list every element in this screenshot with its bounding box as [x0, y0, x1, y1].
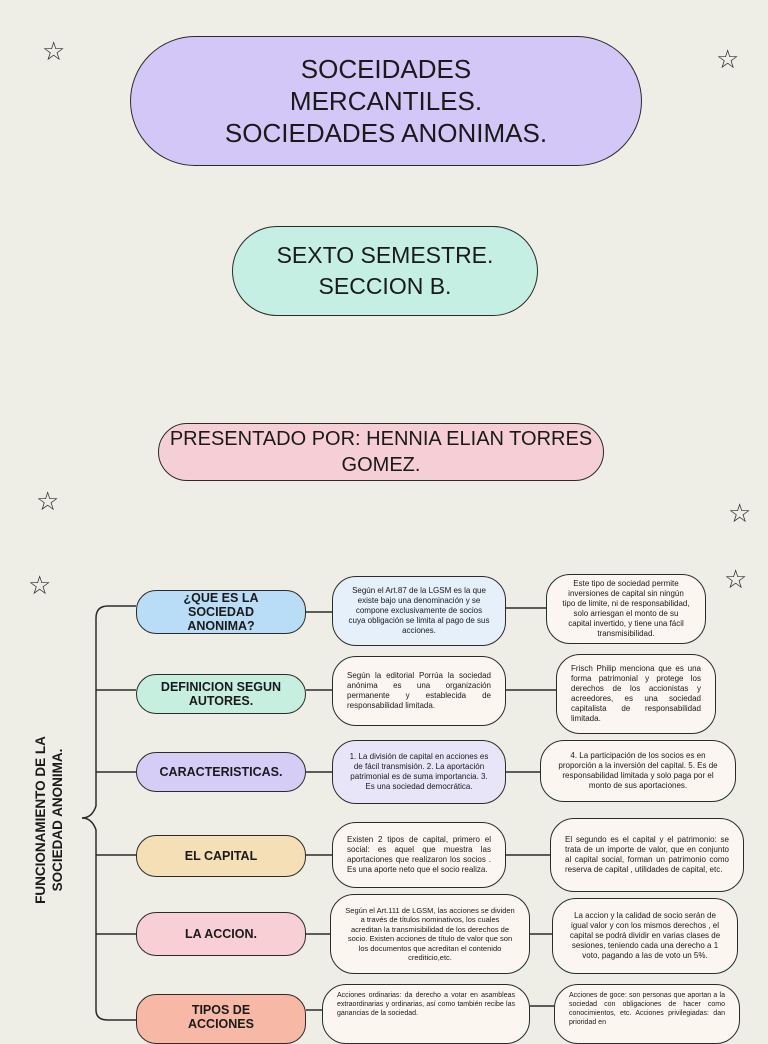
category-definicion-autores: DEFINICION SEGUN AUTORES. [136, 674, 306, 714]
definition-text: Según el Art.111 de LGSM, las acciones s… [345, 905, 515, 963]
category-label: EL CAPITAL [184, 849, 258, 863]
star-icon: ☆ [36, 486, 60, 516]
category-label: DEFINICION SEGUN AUTORES. [160, 680, 282, 708]
definition-text: El segundo es el capital y el patrimonio… [565, 835, 729, 874]
definition-box: Según la editorial Porrúa la sociedad an… [332, 656, 506, 726]
definition-text: Según el Art.87 de la LGSM es la que exi… [348, 586, 490, 635]
connector [81, 817, 136, 1021]
star-icon: ☆ [728, 498, 752, 528]
definition-text: Acciones de goce: son personas que aport… [569, 992, 725, 1026]
definition-text: Este tipo de sociedad permite inversione… [562, 579, 690, 638]
semester-line: SEXTO SEMESTRE. [276, 242, 494, 268]
root-label-line: SOCIEDAD ANONIMA. [50, 748, 65, 892]
definition-text: Acciones ordinarias: da derecho a votar … [337, 992, 515, 1017]
definition-box-2: Este tipo de sociedad permite inversione… [546, 574, 706, 644]
presenter-text: PRESENTADO POR: HENNIA ELIAN TORRES GOME… [169, 428, 593, 476]
definition-text: Existen 2 tipos de capital, primero el s… [347, 835, 491, 874]
title-pill: SOCEIDADES MERCANTILES. SOCIEDADES ANONI… [130, 36, 642, 166]
section-line: SECCION B. [318, 273, 452, 299]
definition-box: Existen 2 tipos de capital, primero el s… [332, 822, 506, 888]
star-icon: ☆ [724, 564, 748, 594]
definition-text: 4. La participación de los socios es en … [558, 751, 718, 790]
category-label: CARACTERISTICAS. [159, 765, 283, 779]
category-label: LA ACCION. [185, 927, 257, 941]
category-label: ¿QUE ES LA SOCIEDAD ANONIMA? [183, 591, 259, 633]
definition-text: Frisch Philip menciona que es una forma … [571, 664, 701, 723]
definition-box-2: Acciones de goce: son personas que aport… [554, 984, 740, 1044]
presenter-pill: PRESENTADO POR: HENNIA ELIAN TORRES GOME… [158, 423, 604, 481]
definition-box-2: 4. La participación de los socios es en … [540, 740, 736, 802]
title-line: SOCEIDADES [300, 54, 472, 84]
definition-text: Según la editorial Porrúa la sociedad an… [347, 671, 491, 710]
category-que-es: ¿QUE ES LA SOCIEDAD ANONIMA? [136, 590, 306, 634]
star-icon: ☆ [28, 570, 52, 600]
definition-box: Según el Art.87 de la LGSM es la que exi… [332, 576, 506, 646]
definition-box: 1. La división de capital en acciones es… [332, 740, 506, 804]
category-la-accion: LA ACCION. [136, 912, 306, 956]
definition-box: Según el Art.111 de LGSM, las acciones s… [330, 894, 530, 974]
semester-pill: SEXTO SEMESTRE. SECCION B. [232, 226, 538, 316]
category-tipos-acciones: TIPOS DE ACCIONES [136, 994, 306, 1044]
title-line: MERCANTILES. [289, 86, 483, 116]
category-caracteristicas: CARACTERISTICAS. [136, 752, 306, 792]
category-label: TIPOS DE ACCIONES [188, 1003, 254, 1031]
definition-text: 1. La división de capital en acciones es… [349, 752, 489, 791]
star-icon: ☆ [716, 44, 740, 74]
category-el-capital: EL CAPITAL [136, 835, 306, 877]
definition-box-2: Frisch Philip menciona que es una forma … [556, 654, 716, 734]
definition-box: Acciones ordinarias: da derecho a votar … [322, 984, 530, 1044]
definition-box-2: La accion y la calidad de socio serán de… [552, 898, 738, 974]
star-icon: ☆ [42, 36, 66, 66]
title-line: SOCIEDADES ANONIMAS. [224, 118, 548, 148]
root-label: FUNCIONAMIENTO DE LA SOCIEDAD ANONIMA. [24, 710, 74, 930]
connector [81, 605, 136, 819]
root-label-line: FUNCIONAMIENTO DE LA [33, 736, 48, 904]
definition-box-2: El segundo es el capital y el patrimonio… [550, 818, 744, 892]
definition-text: La accion y la calidad de socio serán de… [569, 911, 721, 960]
